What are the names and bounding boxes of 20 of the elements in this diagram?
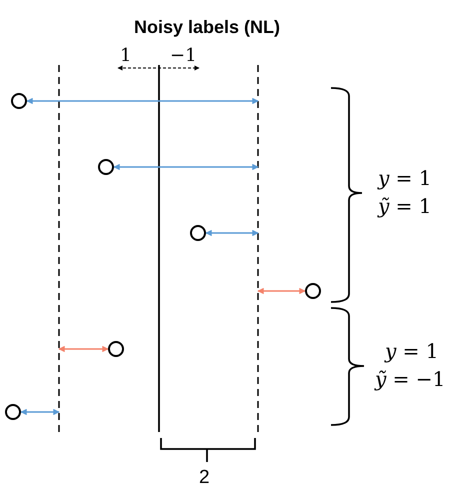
data-point-circle — [108, 341, 124, 357]
double-arrow — [20, 408, 60, 416]
double-arrow — [26, 98, 259, 104]
data-point-circle — [11, 93, 27, 109]
class-label: y = 1 — [378, 168, 432, 188]
class-label: ỹ = 1 — [378, 196, 432, 216]
title: Noisy labels (NL) — [132, 17, 282, 38]
double-arrow — [113, 164, 259, 170]
width-label: 2 — [199, 468, 210, 487]
class-label: ỹ = −1 — [375, 369, 446, 389]
data-point-circle — [305, 283, 321, 299]
class-label: y = 1 — [385, 341, 439, 361]
double-arrow — [205, 230, 259, 236]
axis-value: −1 — [170, 47, 197, 65]
data-point-circle — [190, 225, 206, 241]
axis-value: 1 — [120, 47, 132, 65]
double-arrow — [257, 288, 306, 294]
double-arrow — [58, 346, 109, 352]
data-point-circle — [5, 404, 21, 420]
data-point-circle — [98, 159, 114, 175]
